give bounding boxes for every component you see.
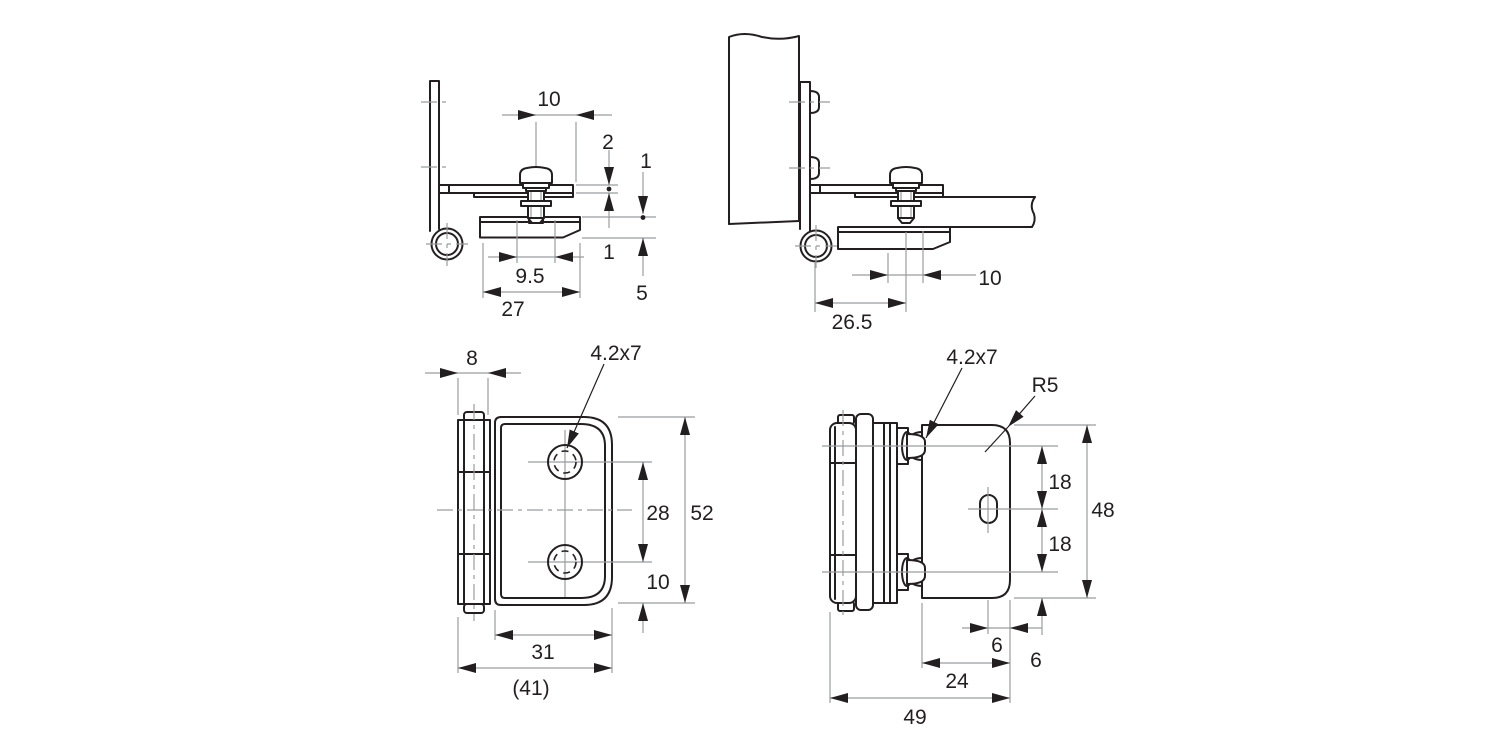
screw-head-bump bbox=[809, 156, 820, 180]
clamp-pad-stack bbox=[829, 410, 909, 616]
view-front: 8 4.2x7 28 52 10 31 (41) bbox=[425, 342, 714, 700]
dim-label-26-5: 26.5 bbox=[832, 311, 873, 334]
dim-label-5: 5 bbox=[636, 282, 648, 305]
dim-label-31: 31 bbox=[531, 641, 554, 664]
dim-label-9-5: 9.5 bbox=[515, 265, 544, 288]
dim-label-8: 8 bbox=[466, 347, 478, 370]
knuckle-barrel bbox=[457, 404, 491, 621]
dim-label-10: 10 bbox=[646, 571, 669, 594]
dim-label-27: 27 bbox=[501, 298, 524, 321]
screw-head-bump bbox=[809, 90, 820, 114]
dim-label-10: 10 bbox=[537, 88, 560, 111]
dim-label-49: 49 bbox=[903, 706, 926, 729]
hinge-leaf-bar bbox=[421, 80, 449, 232]
dim-label-10: 10 bbox=[978, 267, 1001, 290]
hinge-knuckle bbox=[795, 225, 837, 268]
hole-callout-label: 4.2x7 bbox=[590, 342, 641, 365]
dims-side-mounted: 10 26.5 bbox=[814, 231, 1002, 334]
view-side-leaf: 4.2x7 R5 18 18 48 6 6 24 4 bbox=[822, 346, 1115, 729]
dim-label-1a: 1 bbox=[640, 150, 652, 173]
dim-label-24: 24 bbox=[945, 670, 969, 693]
dims-side-leaf: 4.2x7 R5 18 18 48 6 6 24 4 bbox=[822, 346, 1115, 729]
dim-label-6-horizontal: 6 bbox=[991, 634, 1003, 657]
dim-label-18a: 18 bbox=[1048, 471, 1071, 494]
clamp-top-plate bbox=[809, 184, 944, 198]
dim-label-6-vertical: 6 bbox=[1030, 649, 1042, 672]
dims-side-open: 10 2 1 1 5 9.5 27 bbox=[482, 88, 656, 321]
mounting-plate bbox=[437, 416, 652, 606]
clamp-top-plate bbox=[438, 184, 574, 198]
dim-label-1b: 1 bbox=[603, 241, 615, 264]
hinge-leaf-bar bbox=[789, 81, 830, 232]
dim-label-18b: 18 bbox=[1048, 533, 1071, 556]
radius-callout-label: R5 bbox=[1032, 374, 1059, 397]
clamp-bottom-plate bbox=[837, 226, 951, 250]
view-side-mounted: 10 26.5 bbox=[728, 33, 1036, 334]
dims-front: 8 4.2x7 28 52 10 31 (41) bbox=[425, 342, 714, 700]
hole-callout-label: 4.2x7 bbox=[946, 346, 997, 369]
cabinet-panel bbox=[728, 33, 800, 225]
dim-label-2: 2 bbox=[602, 131, 614, 154]
view-side-open: 10 2 1 1 5 9.5 27 bbox=[421, 80, 656, 321]
hinge-knuckle bbox=[426, 223, 468, 266]
glass-panel bbox=[942, 196, 1036, 228]
dim-label-48: 48 bbox=[1091, 499, 1114, 522]
dim-label-52: 52 bbox=[690, 502, 713, 525]
dim-label-41: (41) bbox=[512, 677, 549, 700]
dim-label-28: 28 bbox=[646, 502, 669, 525]
